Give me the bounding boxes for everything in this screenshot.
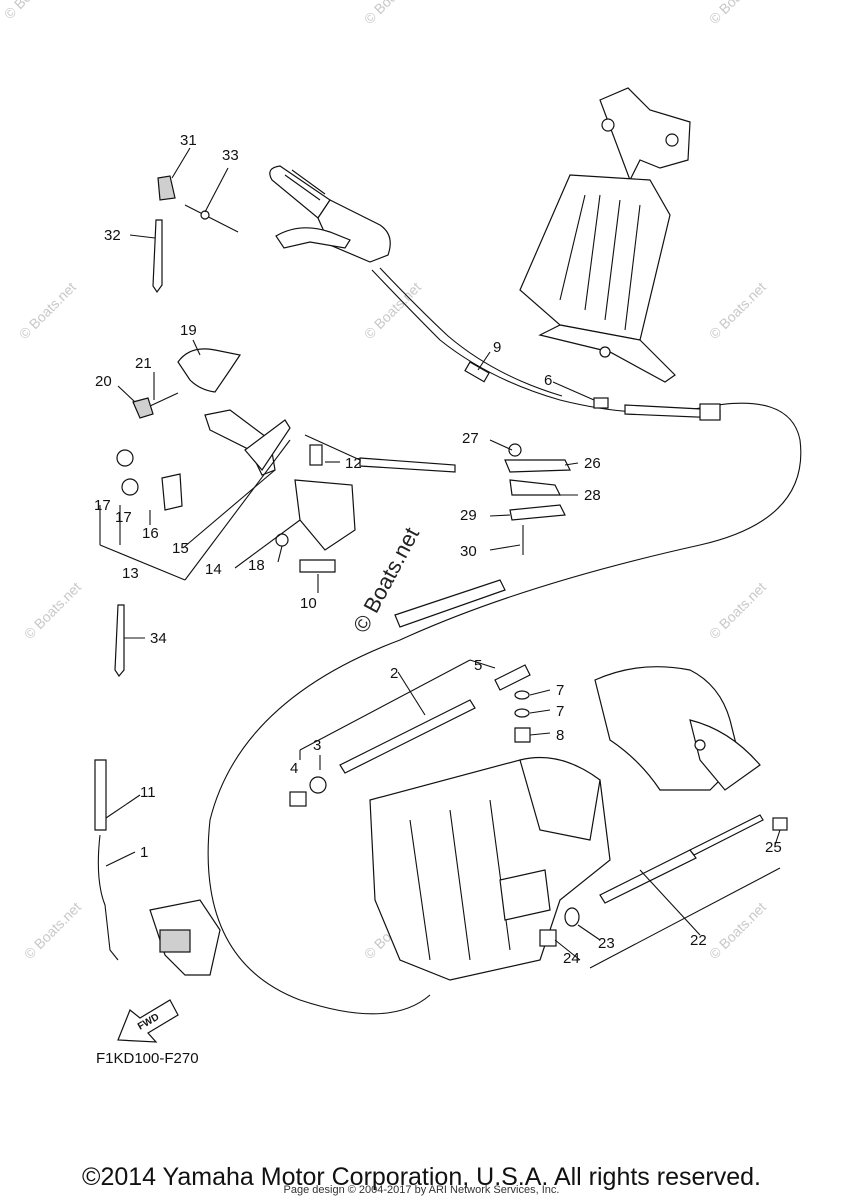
callout-10: 10 xyxy=(300,595,317,612)
callout-9: 9 xyxy=(493,339,501,356)
callout-33: 33 xyxy=(222,147,239,164)
watermark: © Boats.net xyxy=(361,0,424,27)
callout-16: 16 xyxy=(142,525,159,542)
callout-27: 27 xyxy=(462,430,479,447)
callout-8: 8 xyxy=(556,727,564,744)
callout-22: 22 xyxy=(690,932,707,949)
callout-20: 20 xyxy=(95,373,112,390)
cable-fittings xyxy=(464,361,721,421)
callout-6: 6 xyxy=(544,372,552,389)
jet-nozzle xyxy=(594,666,761,791)
callout-23: 23 xyxy=(598,935,615,952)
cable-tie xyxy=(114,604,125,678)
leader-lines xyxy=(99,147,781,969)
callout-7-a: 7 xyxy=(556,682,564,699)
callout-24: 24 xyxy=(563,950,580,967)
watermark: © Boats.net xyxy=(706,899,769,962)
callout-31: 31 xyxy=(180,132,197,149)
callout-15: 15 xyxy=(172,540,189,557)
nuts-washers xyxy=(514,690,531,743)
callout-26: 26 xyxy=(584,455,601,472)
clamp-and-tie-parts xyxy=(152,175,239,294)
handlebar-grip xyxy=(269,165,391,263)
callout-30: 30 xyxy=(460,543,477,560)
steering-cable xyxy=(539,814,788,947)
jet-pump-housing xyxy=(369,756,611,981)
cable-bracket xyxy=(275,479,356,573)
callout-7-b: 7 xyxy=(556,703,564,720)
throttle-cable xyxy=(207,269,802,1015)
callout-17-b: 17 xyxy=(115,509,132,526)
lever-bracket xyxy=(116,409,291,511)
watermark: © Boats.net xyxy=(16,279,79,342)
callout-29: 29 xyxy=(460,507,477,524)
callout-4: 4 xyxy=(290,760,298,777)
choke-cable xyxy=(304,434,456,473)
forward-direction-arrow: FWD xyxy=(117,999,179,1043)
cable-holder-parts xyxy=(504,443,571,555)
watermark: © Boats.net xyxy=(706,579,769,642)
callout-numbers: 31 33 32 19 21 20 9 6 12 27 26 28 29 30 … xyxy=(94,132,782,967)
lever-knob-assembly xyxy=(132,348,241,419)
callout-28: 28 xyxy=(584,487,601,504)
callout-17-a: 17 xyxy=(94,497,111,514)
callout-34: 34 xyxy=(150,630,167,647)
watermark: © Boats.net xyxy=(706,279,769,342)
watermark: © Boats.net xyxy=(1,0,64,22)
watermark: © Boats.net xyxy=(21,899,84,962)
callout-18: 18 xyxy=(248,557,265,574)
callout-13: 13 xyxy=(122,565,139,582)
sensor-assembly xyxy=(97,834,221,976)
callout-2: 2 xyxy=(390,665,398,682)
copyright-notice: ©2014 Yamaha Motor Corporation, U.S.A. A… xyxy=(82,1163,761,1191)
watermark: © Boats.net xyxy=(21,579,84,642)
cable-sleeve-11 xyxy=(94,759,107,831)
page-design-credit: Page design © 2004-2017 by ARI Network S… xyxy=(283,1184,560,1196)
callout-19: 19 xyxy=(180,322,197,339)
callout-3: 3 xyxy=(313,737,321,754)
callout-25: 25 xyxy=(765,839,782,856)
watermark: © Boats.net xyxy=(361,279,424,342)
callout-11: 11 xyxy=(140,784,156,801)
watermark: © Boats.net xyxy=(706,0,769,27)
steering-column xyxy=(519,87,691,383)
callout-14: 14 xyxy=(205,561,222,578)
shift-cable xyxy=(289,664,531,807)
callout-12: 12 xyxy=(345,455,362,472)
callout-1: 1 xyxy=(140,844,148,861)
diagram-code: F1KD100-F270 xyxy=(96,1050,199,1067)
callout-21: 21 xyxy=(135,355,152,372)
callout-5: 5 xyxy=(474,657,482,674)
callout-32: 32 xyxy=(104,227,121,244)
cable-sleeve xyxy=(394,579,506,628)
